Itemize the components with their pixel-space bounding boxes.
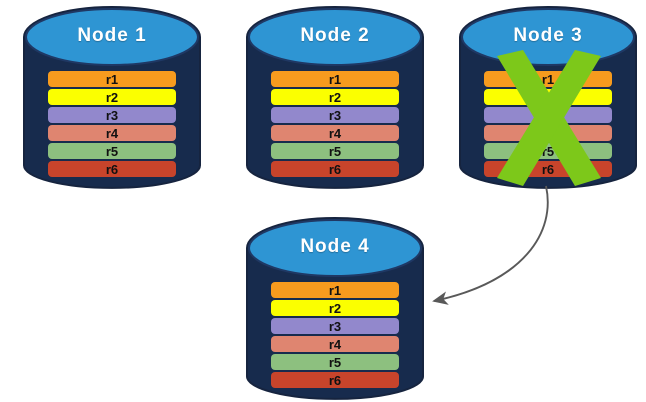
row-r3[interactable]: r3	[271, 107, 399, 123]
row-r1[interactable]: r1	[48, 71, 176, 87]
node-2-rows: r1 r2 r3 r4 r5 r6	[271, 71, 399, 179]
row-r5[interactable]: r5	[484, 143, 612, 159]
row-r5[interactable]: r5	[271, 354, 399, 370]
row-r1[interactable]: r1	[271, 71, 399, 87]
row-r2[interactable]: r2	[48, 89, 176, 105]
node-1-rows: r1 r2 r3 r4 r5 r6	[48, 71, 176, 179]
row-r5[interactable]: r5	[271, 143, 399, 159]
row-r3[interactable]: r3	[48, 107, 176, 123]
row-r1[interactable]: r1	[484, 71, 612, 87]
row-r4[interactable]: r4	[271, 125, 399, 141]
node-4-top-disc	[248, 219, 422, 277]
row-r6[interactable]: r6	[48, 161, 176, 177]
row-r4[interactable]: r4	[48, 125, 176, 141]
node-1-top-disc	[25, 8, 199, 66]
row-r3[interactable]: r3	[271, 318, 399, 334]
node-3-top-disc	[461, 8, 635, 66]
row-r5[interactable]: r5	[48, 143, 176, 159]
row-r4[interactable]: r4	[484, 125, 612, 141]
node-2-top-disc	[248, 8, 422, 66]
row-r6[interactable]: r6	[271, 372, 399, 388]
row-r6[interactable]: r6	[484, 161, 612, 177]
row-r3[interactable]: r3	[484, 107, 612, 123]
node-4-rows: r1 r2 r3 r4 r5 r6	[271, 282, 399, 390]
row-r4[interactable]: r4	[271, 336, 399, 352]
row-r2[interactable]: r2	[484, 89, 612, 105]
node-3-rows: r1 r2 r3 r4 r5 r6	[484, 71, 612, 179]
row-r2[interactable]: r2	[271, 300, 399, 316]
row-r6[interactable]: r6	[271, 161, 399, 177]
row-r1[interactable]: r1	[271, 282, 399, 298]
row-r2[interactable]: r2	[271, 89, 399, 105]
